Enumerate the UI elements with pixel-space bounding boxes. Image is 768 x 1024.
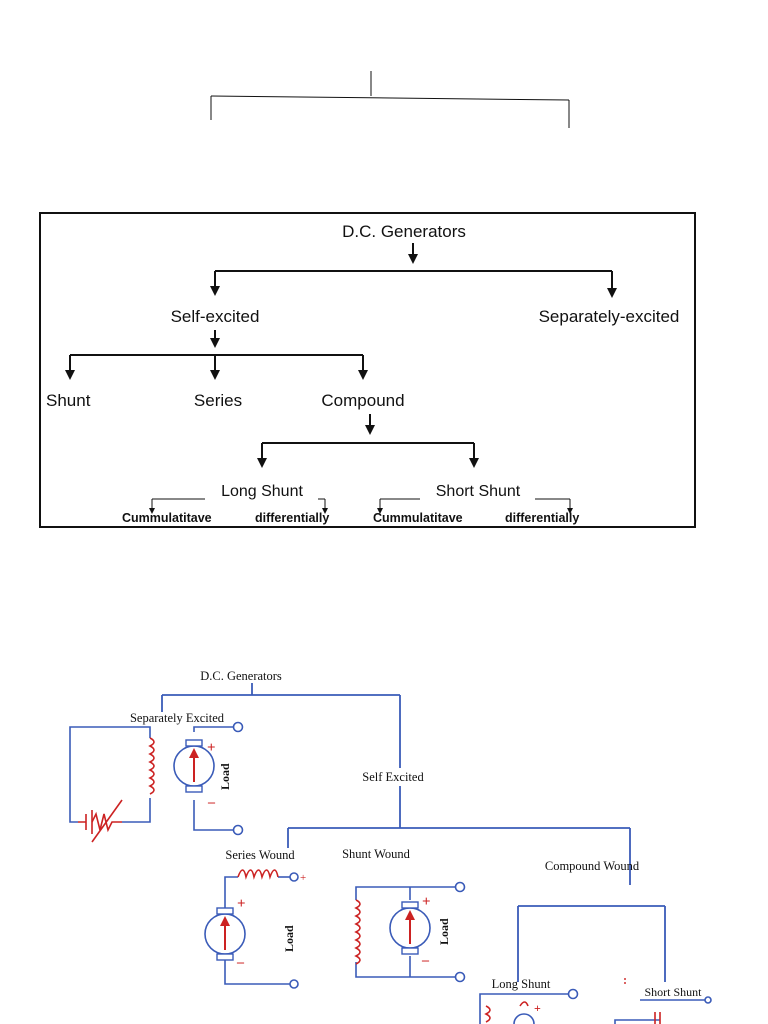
tree-compound-label: Compound [321, 391, 404, 410]
tree-connectors [65, 243, 617, 468]
tree-short-cumulative-label: Cummulatitave [373, 511, 463, 525]
long-shunt-plus-sign: + [534, 1001, 541, 1015]
top-bracket [210, 71, 570, 128]
long-shunt-armature-icon [513, 1013, 535, 1024]
tree-separately-excited-label: Separately-excited [539, 307, 680, 326]
series-armature-icon [204, 907, 246, 961]
series-plus-sign: + [300, 872, 306, 884]
series-load-label: Load [282, 925, 296, 952]
separately-excited-label: Separately Excited [130, 711, 225, 725]
separately-excited-circuit: Separately Excited [69, 711, 244, 843]
self-excited-label: Self Excited [362, 770, 424, 784]
plus-sign: + [207, 740, 216, 756]
compound-wound-label: Compound Wound [545, 859, 640, 873]
tree-short-shunt-label: Short Shunt [436, 483, 521, 500]
short-shunt-label: Short Shunt [644, 985, 702, 999]
circuit-diagram: D.C. Generators Separately Excited [69, 669, 712, 1024]
tree-self-excited-label: Self-excited [171, 307, 260, 326]
tree-thin-arrowheads [149, 508, 573, 514]
compound-wound-circuit: Compound Wound Long Shunt Short Shunt + [479, 859, 712, 1024]
tree-short-differential-label: differentially [505, 511, 579, 525]
load-label: Load [218, 763, 232, 790]
field-coil-icon [148, 737, 155, 795]
tree-long-shunt-label: Long Shunt [221, 483, 303, 500]
armature-icon [173, 739, 215, 793]
circuit-root-label: D.C. Generators [200, 669, 282, 683]
series-minus-armature: – [236, 955, 245, 970]
series-plus-armature: + [237, 896, 246, 912]
circuit-trunk-wiring [161, 683, 666, 982]
shunt-plus-sign: + [422, 894, 431, 910]
tree-frame [39, 212, 696, 528]
tree-long-cumulative-label: Cummulatitave [122, 511, 212, 525]
tree-shunt-label: Shunt [46, 391, 91, 410]
tree-series-label: Series [194, 391, 242, 410]
shunt-armature-icon [389, 901, 431, 955]
classification-tree: D.C. Generators Self-excited Separately-… [39, 212, 696, 528]
series-wound-label: Series Wound [225, 848, 295, 862]
shunt-minus-sign: – [421, 953, 430, 968]
rheostat-icon [78, 799, 123, 843]
shunt-wound-circuit: Shunt Wound + – Load [342, 847, 466, 983]
long-shunt-label: Long Shunt [492, 977, 551, 991]
shunt-wound-label: Shunt Wound [342, 847, 411, 861]
tree-root-label: D.C. Generators [342, 222, 466, 241]
long-shunt-coil-icon [484, 1005, 491, 1023]
series-wound-circuit: Series Wound + + – Load [204, 848, 306, 989]
series-coil-icon [237, 869, 279, 880]
long-shunt-series-coil-icon [519, 1001, 529, 1007]
minus-sign: – [207, 795, 216, 810]
short-shunt-coil-icon [654, 1012, 661, 1024]
tree-thin-connectors [151, 498, 571, 510]
shunt-coil-icon [354, 899, 361, 965]
tree-long-differential-label: differentially [255, 511, 329, 525]
shunt-load-label: Load [437, 918, 451, 945]
